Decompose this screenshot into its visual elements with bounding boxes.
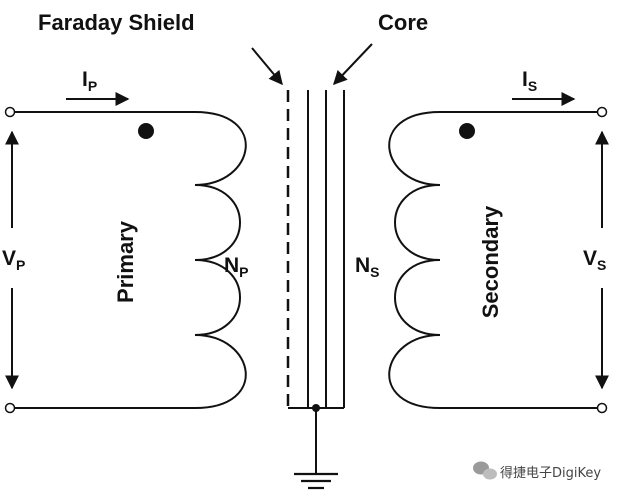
primary-current-label: IP [82,68,97,94]
primary-label: Primary [113,220,138,303]
secondary-bottom-terminal [596,402,608,414]
ground-icon [294,472,338,490]
secondary-voltage-label: VS [583,247,606,273]
watermark-text: 得捷电子DigiKey [500,465,601,481]
primary-bottom-terminal [4,402,16,414]
secondary-label: Secondary [478,205,503,318]
secondary-circuit [388,111,602,409]
faraday-shield-label: Faraday Shield [38,10,195,35]
primary-top-terminal [4,106,16,118]
primary-voltage-label: VP [2,247,25,273]
secondary-coil [388,111,602,409]
faraday-shield-pointer-arrow [251,47,283,86]
primary-polarity-dot [138,123,154,139]
primary-circuit [10,111,247,409]
wechat-icon [473,461,497,480]
primary-turns-label: NP [224,254,249,280]
secondary-polarity-dot [459,123,475,139]
secondary-top-terminal [596,106,608,118]
primary-coil [10,111,247,409]
core-pointer-arrow [333,43,373,86]
core-label: Core [378,10,428,35]
secondary-turns-label: NS [355,254,380,280]
secondary-current-label: IS [522,68,537,94]
